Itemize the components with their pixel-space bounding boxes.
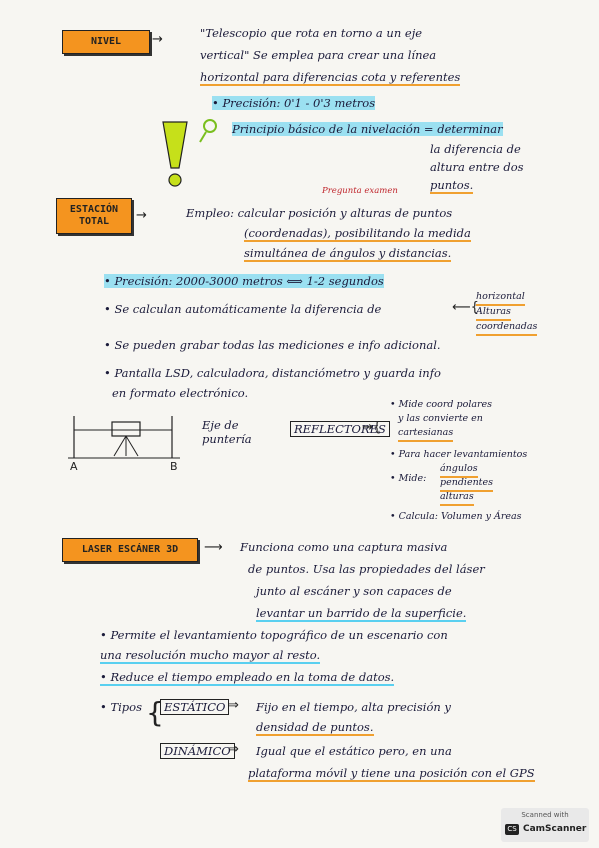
section-label-laser-escaner: LASER ESCÁNER 3D bbox=[62, 538, 198, 562]
tipo-dinamico: DINÁMICO bbox=[160, 743, 235, 759]
estacion-grabar: • Se pueden grabar todas las mediciones … bbox=[104, 338, 441, 352]
double-arrow-icon: ⇒ bbox=[228, 698, 239, 713]
camscanner-logo-icon: CS bbox=[505, 824, 519, 835]
dinamico-desc-line-1: Igual que el estático pero, en una bbox=[256, 744, 452, 758]
calc-option-coordenadas: coordenadas bbox=[476, 320, 538, 336]
estacion-empleo-line-3: simultánea de ángulos y distancias. bbox=[244, 246, 452, 262]
estacion-pantalla-line-1: • Pantalla LSD, calculadora, distancióme… bbox=[104, 366, 441, 380]
arrow-icon: → bbox=[152, 32, 163, 47]
tipo-estatico-box: ESTÁTICO bbox=[160, 699, 230, 715]
reflector-mide: • Mide: bbox=[390, 473, 427, 484]
arrow-icon: ⟶ bbox=[204, 540, 223, 555]
laser-desc-line-3: junto al escáner y son capaces de bbox=[256, 584, 452, 598]
estacion-empleo-line-1: Empleo: calcular posición y alturas de p… bbox=[186, 206, 453, 220]
laser-desc-line-2: de puntos. Usa las propiedades del láser bbox=[248, 562, 485, 576]
lightbulb-icon bbox=[199, 119, 217, 143]
section-label-estacion-total: ESTACIÓN TOTAL bbox=[56, 198, 132, 234]
tipo-estatico: ESTÁTICO bbox=[160, 699, 230, 715]
point-b-label: B bbox=[170, 460, 178, 473]
reflector-convierte: y las convierte en bbox=[398, 413, 483, 424]
camscanner-badge: Scanned with CS CamScanner bbox=[501, 808, 589, 842]
brace-arrow-icon: ⟵{ bbox=[452, 300, 479, 315]
nivel-principio-line-4: puntos. bbox=[430, 178, 474, 194]
badge-scanned-with: Scanned with bbox=[521, 811, 569, 819]
nivel-precision: • Precisión: 0'1 - 0'3 metros bbox=[212, 96, 376, 110]
double-arrow-icon: ⇒ bbox=[228, 742, 239, 757]
mide-angulos: ángulos bbox=[440, 462, 478, 478]
calc-option-alturas: Alturas bbox=[476, 305, 511, 321]
nivel-principio: Principio básico de la nivelación = dete… bbox=[232, 122, 503, 136]
badge-camscanner: CamScanner bbox=[523, 824, 587, 834]
point-a-label: A bbox=[70, 460, 78, 473]
nivel-precision-text: • Precisión: 0'1 - 0'3 metros bbox=[212, 96, 376, 110]
estatico-desc-line-1: Fijo en el tiempo, alta precisión y bbox=[256, 700, 451, 714]
arrow-icon: →{ bbox=[362, 420, 382, 435]
reflector-mide-coord: • Mide coord polares bbox=[390, 399, 493, 410]
nivel-principio-line-2: la diferencia de bbox=[430, 142, 521, 156]
nivel-principio-line-3: altura entre dos bbox=[430, 160, 524, 174]
laser-reduce: • Reduce el tiempo empleado en la toma d… bbox=[100, 670, 395, 686]
exam-note: Pregunta examen bbox=[322, 186, 398, 196]
calc-option-horizontal: horizontal bbox=[476, 290, 525, 306]
laser-desc-line-4: levantar un barrido de la superficie. bbox=[256, 606, 467, 622]
reflectores: REFLECTORES bbox=[290, 421, 390, 437]
total-station-diagram bbox=[68, 416, 180, 459]
estacion-empleo-line-2: (coordenadas), posibilitando la medida bbox=[244, 226, 471, 242]
estacion-precision: • Precisión: 2000-3000 metros ⟺ 1-2 segu… bbox=[104, 274, 384, 288]
exclamation-icon bbox=[162, 121, 188, 187]
laser-permite-line-2: una resolución mucho mayor al resto. bbox=[100, 648, 321, 664]
reflector-calcula: • Calcula: Volumen y Áreas bbox=[390, 511, 522, 522]
reflector-cartesianas: cartesianas bbox=[398, 426, 454, 442]
nivel-definition-line-3: horizontal para diferencias cota y refer… bbox=[200, 70, 461, 86]
laser-desc-line-1: Funciona como una captura masiva bbox=[240, 540, 448, 554]
tipo-dinamico-box: DINÁMICO bbox=[160, 743, 235, 759]
nivel-definition-line-2: vertical" Se emplea para crear una línea bbox=[200, 48, 437, 62]
section-label-nivel: NIVEL bbox=[62, 30, 150, 54]
dinamico-desc-line-2: plataforma móvil y tiene una posición co… bbox=[248, 766, 535, 782]
estatico-desc-line-2: densidad de puntos. bbox=[256, 720, 374, 736]
reflectores-box: REFLECTORES bbox=[290, 421, 390, 437]
reflector-levantamientos: • Para hacer levantamientos bbox=[390, 449, 528, 460]
laser-tipos: • Tipos bbox=[100, 700, 142, 714]
mide-alturas: alturas bbox=[440, 490, 474, 506]
eje-punteria: Eje de puntería bbox=[202, 418, 252, 446]
estacion-precision-text: • Precisión: 2000-3000 metros ⟺ 1-2 segu… bbox=[104, 274, 384, 288]
estacion-pantalla-line-2: en formato electrónico. bbox=[112, 386, 249, 400]
nivel-definition-line-1: "Telescopio que rota en torno a un eje bbox=[200, 26, 423, 40]
laser-reduce-text: • Reduce el tiempo empleado en la toma d… bbox=[100, 670, 395, 686]
estacion-calculo: • Se calculan automáticamente la diferen… bbox=[104, 302, 382, 316]
arrow-icon: → bbox=[136, 208, 147, 223]
brace-icon: { bbox=[146, 696, 164, 729]
mide-pendientes: pendientes bbox=[440, 476, 493, 492]
laser-permite-line-1: • Permite el levantamiento topográfico d… bbox=[100, 628, 448, 642]
